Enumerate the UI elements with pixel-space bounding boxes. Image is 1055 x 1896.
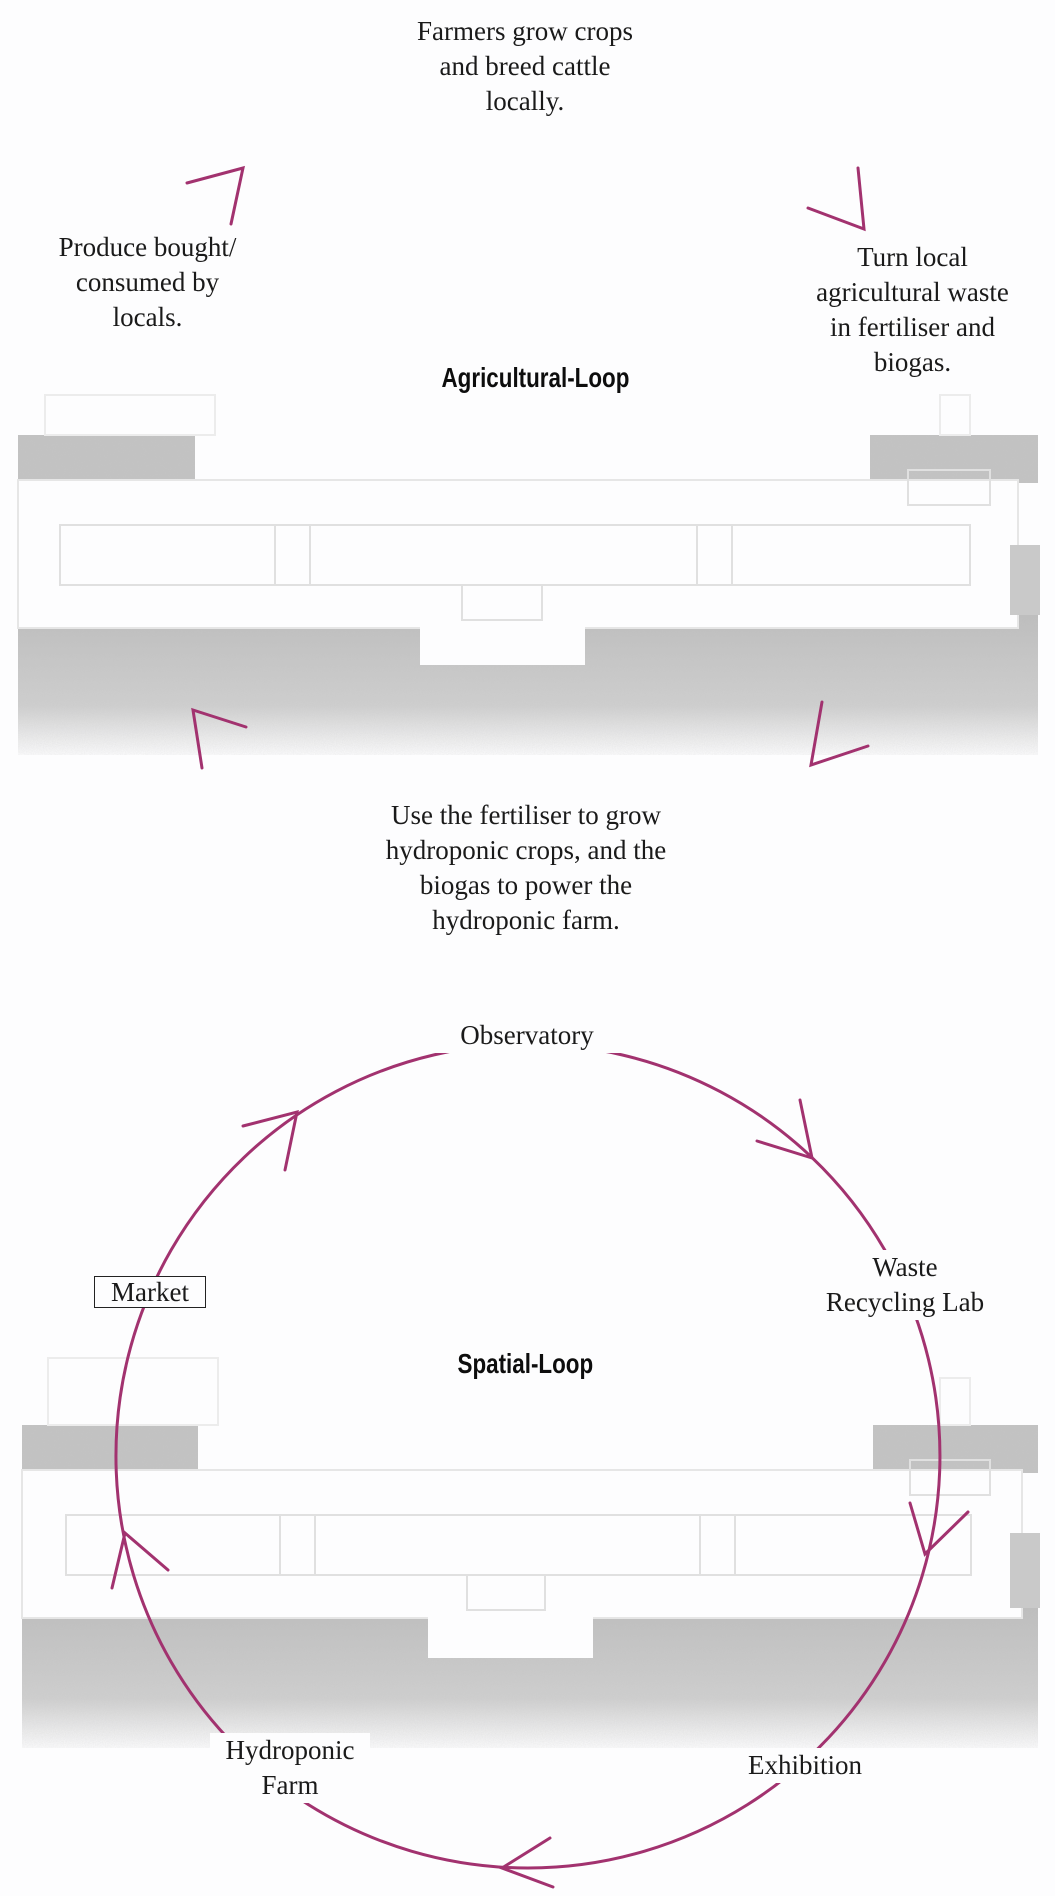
- step-hydroponic-crops: Use the fertiliser to grow hydroponic cr…: [376, 798, 676, 938]
- spatial-loop-diagram: [0, 948, 1055, 1896]
- step-farmers-grow: Farmers grow crops and breed cattle loca…: [400, 14, 650, 119]
- step-produce-consumed: Produce bought/ consumed by locals.: [55, 230, 240, 335]
- loop-title: Spatial-Loop: [458, 1348, 598, 1380]
- loop-title: Agricultural-Loop: [442, 362, 614, 394]
- arrowhead-icon: [502, 1838, 553, 1887]
- step-turn-waste: Turn local agricultural waste in fertili…: [805, 240, 1020, 380]
- arrowhead-icon: [808, 168, 864, 229]
- step-hydroponic-farm: Hydroponic Farm: [210, 1733, 370, 1803]
- building-section-drawing: [22, 1358, 1040, 1748]
- step-observatory: Observatory: [432, 1018, 622, 1053]
- arrowhead-icon: [187, 168, 243, 224]
- spatial-loop-panel: Observatory Waste Recycling Lab Exhibiti…: [0, 948, 1055, 1896]
- agricultural-loop-panel: Farmers grow crops and breed cattle loca…: [0, 0, 1055, 948]
- step-waste-recycling-lab: Waste Recycling Lab: [825, 1250, 985, 1320]
- step-market: Market: [94, 1276, 206, 1308]
- building-section-drawing: [18, 395, 1040, 755]
- step-exhibition: Exhibition: [730, 1748, 880, 1783]
